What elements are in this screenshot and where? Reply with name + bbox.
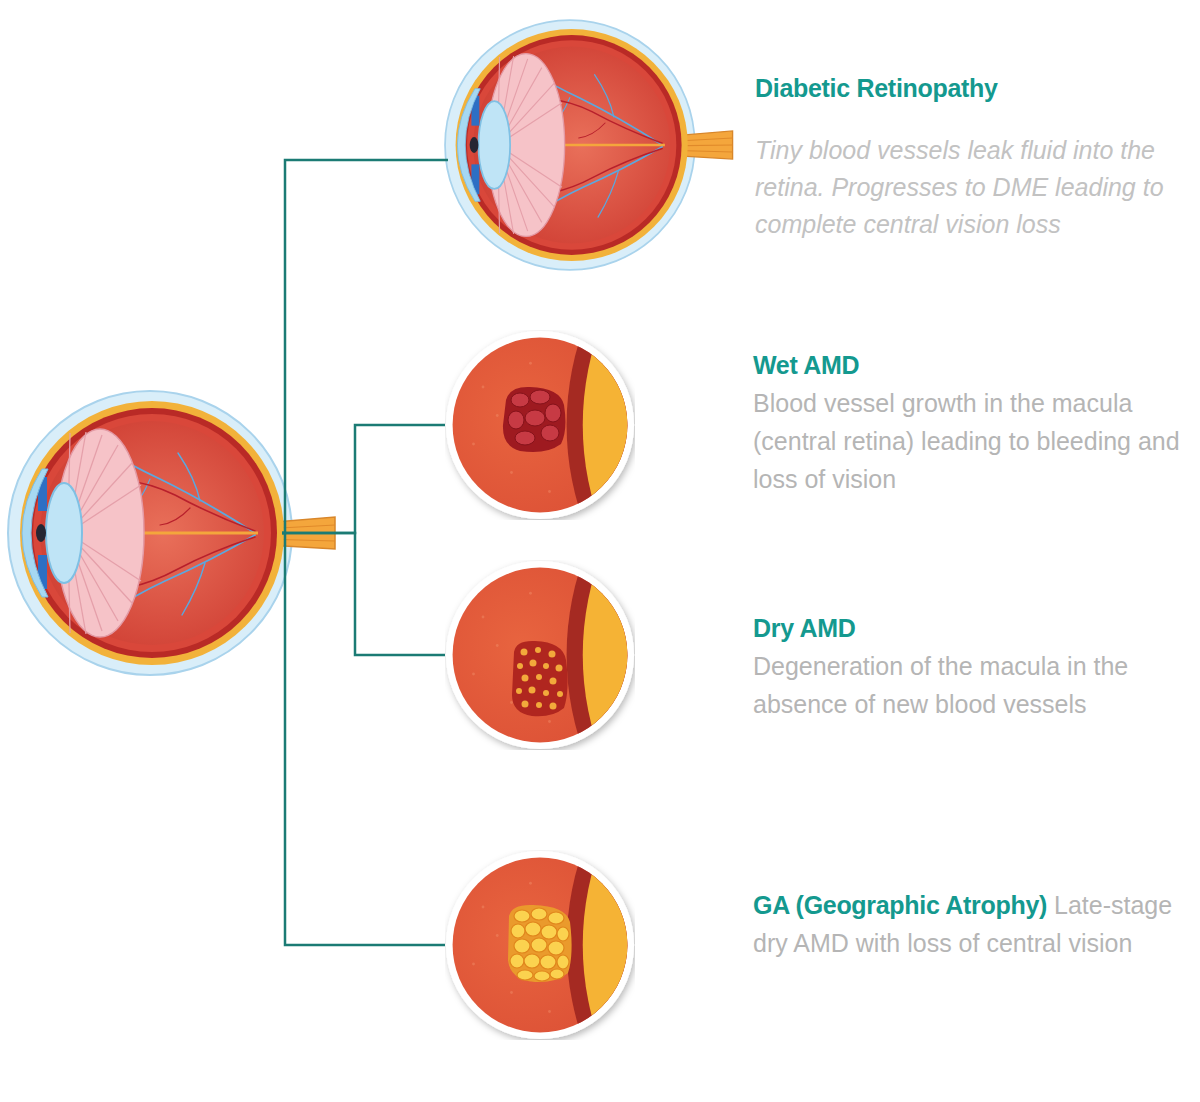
tree-connector bbox=[282, 425, 445, 533]
condition-item: Wet AMD Blood vessel growth in the macula… bbox=[445, 330, 1200, 520]
dry-lesion bbox=[512, 641, 568, 716]
condition-title: Dry AMD bbox=[753, 613, 1200, 643]
wet-lesion bbox=[503, 387, 566, 452]
condition-title: Wet AMD bbox=[753, 350, 1200, 380]
eye-illustration bbox=[8, 391, 335, 675]
condition-description: Tiny blood vessels leak fluid into the r… bbox=[755, 132, 1165, 243]
eye-illustration bbox=[445, 20, 733, 270]
source-eye bbox=[0, 388, 282, 678]
condition-title: GA (Geographic Atrophy) bbox=[753, 891, 1047, 919]
text-paragraph: GA (Geographic Atrophy)Late-stage dry AM… bbox=[753, 886, 1200, 962]
condition-item: GA (Geographic Atrophy)Late-stage dry AM… bbox=[445, 850, 1200, 1040]
condition-description: Degeneration of the macula in the absenc… bbox=[753, 647, 1200, 723]
condition-description: Blood vessel growth in the macula (centr… bbox=[753, 384, 1200, 498]
condition-item: Dry AMD Degeneration of the macula in the… bbox=[445, 560, 1200, 750]
condition-item: Diabetic RetinopathyTiny blood vessels l… bbox=[448, 20, 1200, 300]
atrophy-lesion bbox=[508, 905, 572, 982]
condition-title: Diabetic Retinopathy bbox=[755, 73, 1175, 103]
tree-connector bbox=[282, 533, 445, 945]
retina-circle bbox=[445, 660, 1153, 1102]
tree-connector bbox=[282, 533, 445, 655]
tree-connector bbox=[282, 160, 448, 533]
